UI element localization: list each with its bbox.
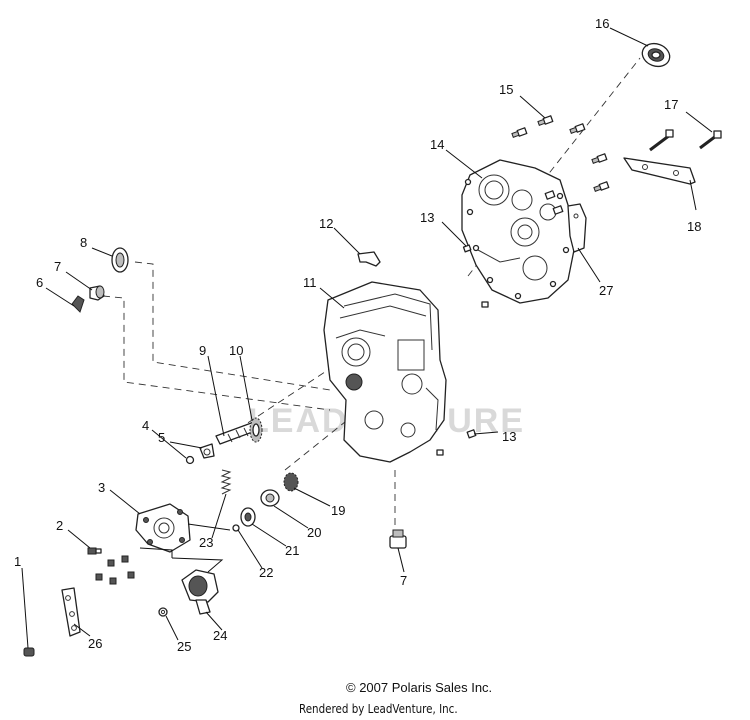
callout-1: 1: [14, 554, 21, 569]
part-26-link: [61, 587, 81, 637]
part-16-seal: [641, 42, 671, 68]
part-12-fitting: [357, 251, 381, 267]
part-17-long-bolts: [649, 129, 722, 152]
callout-18: 18: [687, 219, 701, 234]
housing-bolts: [95, 547, 224, 585]
callout-10: 10: [229, 343, 243, 358]
part-4-ball: [185, 455, 195, 465]
part-25-nut: [158, 607, 168, 617]
part-15-bolts: [511, 115, 610, 215]
callout-11: 11: [303, 275, 317, 290]
part-6-bushing: [71, 295, 85, 313]
callout-27: 27: [599, 283, 613, 298]
callout-20: 20: [307, 525, 321, 540]
part-5-clip: [199, 443, 215, 459]
part-11-gearcase: [323, 281, 447, 463]
callout-3: 3: [98, 480, 105, 495]
part-24-actuator: [181, 569, 219, 615]
copyright-text: © 2007 Polaris Sales Inc.: [346, 680, 493, 695]
assembly-dashed-lines: [102, 57, 641, 540]
callout-19: 19: [331, 503, 345, 518]
callout-25: 25: [177, 639, 191, 654]
part-19-gear: [283, 472, 299, 492]
part-1-nut: [23, 647, 35, 657]
callout-23: 23: [199, 535, 213, 550]
callout-21: 21: [285, 543, 299, 558]
callout-13-lower: 13: [502, 429, 516, 444]
callout-16: 16: [595, 16, 609, 31]
callout-numbers: 1 2 3 4 5 6 7 7 8 9 10 11 12 13 13 14 15…: [14, 16, 701, 654]
rendered-by-text: Rendered by LeadVenture, Inc.: [299, 702, 458, 716]
callout-5: 5: [158, 430, 165, 445]
callout-7-lower: 7: [400, 573, 407, 588]
callout-9: 9: [199, 343, 206, 358]
callout-17: 17: [664, 97, 678, 112]
part-18-bracket: [623, 157, 696, 185]
part-2-bolt: [87, 547, 102, 555]
callout-22: 22: [259, 565, 273, 580]
callout-6: 6: [36, 275, 43, 290]
part-22-washer: [232, 524, 240, 532]
callout-26: 26: [88, 636, 102, 651]
callout-12: 12: [319, 216, 333, 231]
callout-8: 8: [80, 235, 87, 250]
part-23-spring: [220, 469, 232, 495]
part-14-cover: [461, 159, 576, 304]
part-21-gear: [240, 507, 256, 527]
leader-lines: [21, 27, 713, 649]
callout-24: 24: [213, 628, 227, 643]
part-3-housing: [135, 503, 231, 553]
callout-13-upper: 13: [420, 210, 434, 225]
part-10-gear: [249, 417, 263, 443]
part-27-bracket: [567, 203, 587, 253]
callout-7-upper: 7: [54, 259, 61, 274]
part-7-plug-lower: [389, 529, 407, 549]
callout-4: 4: [142, 418, 149, 433]
part-20-bearing: [260, 489, 280, 507]
callout-2: 2: [56, 518, 63, 533]
part-8-seal: [111, 247, 129, 273]
part-7-plug-left: [89, 285, 105, 301]
callout-15: 15: [499, 82, 513, 97]
part-13-dowels: [436, 244, 489, 456]
callout-14: 14: [430, 137, 444, 152]
